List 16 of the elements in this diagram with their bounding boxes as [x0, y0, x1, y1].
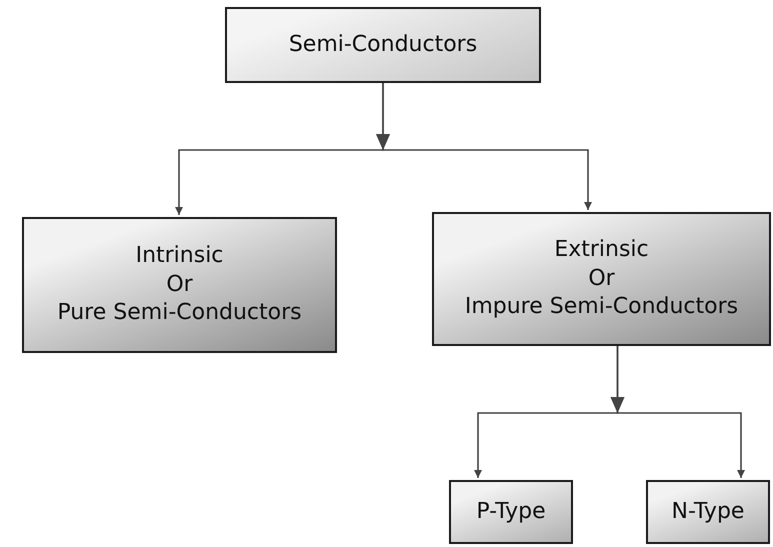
node-label: Or	[588, 264, 615, 293]
node-label: Impure Semi-Conductors	[464, 293, 738, 322]
arrow	[376, 83, 592, 210]
process-box	[22, 217, 337, 353]
arrow	[610, 346, 745, 478]
process-box	[646, 480, 770, 544]
node-label: Intrinsic	[136, 242, 224, 270]
process-box	[225, 7, 541, 83]
process-box	[432, 212, 771, 346]
node-label: P-Type	[476, 498, 546, 526]
node-label: Or	[166, 270, 193, 299]
node-label: N-Type	[672, 498, 744, 526]
node-label: Extrinsic	[554, 236, 649, 264]
node-label: Pure Semi-Conductors	[57, 299, 302, 328]
process-box	[449, 480, 573, 544]
node-label: Semi-Conductors	[288, 30, 478, 59]
